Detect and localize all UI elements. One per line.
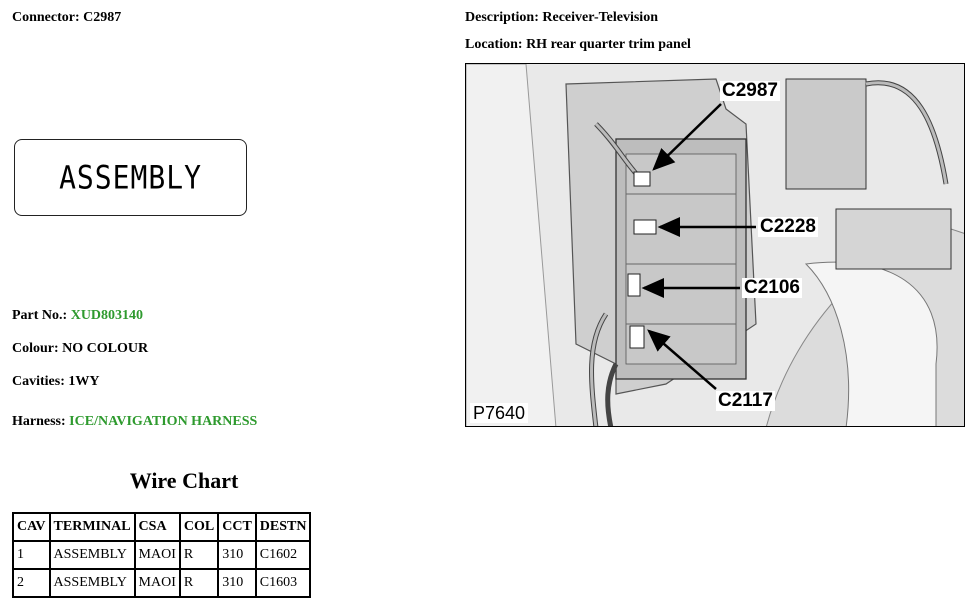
- callout-c2228: C2228: [758, 216, 818, 237]
- cavities-value: 1WY: [68, 374, 100, 389]
- header-csa: CSA: [133, 512, 181, 542]
- header-destn: DESTN: [254, 512, 312, 542]
- header-cav: CAV: [12, 512, 51, 542]
- connector-label: Connector:: [12, 10, 80, 25]
- cell-destn[interactable]: C1602: [254, 540, 312, 570]
- cell-col: R: [178, 540, 220, 570]
- callout-c2117: C2117: [716, 390, 775, 411]
- illustration-reference: P7640: [470, 403, 529, 423]
- part-number-link[interactable]: XUD803140: [70, 308, 144, 323]
- assembly-label: ASSEMBLY: [59, 158, 202, 197]
- wire-chart-table: CAV TERMINAL CSA COL CCT DESTN 1 ASSEMBL…: [12, 512, 312, 598]
- location-value: RH rear quarter trim panel: [526, 37, 691, 52]
- location-illustration: C2987 C2228 C2106 C2117 P7640: [465, 63, 965, 427]
- connector-field: Connector: C2987: [12, 10, 121, 26]
- callout-c2106: C2106: [742, 277, 802, 298]
- description-field: Description: Receiver-Television: [465, 10, 658, 26]
- description-label: Description:: [465, 10, 539, 25]
- cell-terminal: ASSEMBLY: [48, 540, 136, 570]
- colour-value: NO COLOUR: [62, 341, 149, 356]
- cell-csa: MAOI: [133, 568, 181, 598]
- table-header-row: CAV TERMINAL CSA COL CCT DESTN: [12, 512, 312, 542]
- header-terminal: TERMINAL: [48, 512, 136, 542]
- cell-destn[interactable]: C1603: [254, 568, 312, 598]
- location-label: Location:: [465, 37, 523, 52]
- cell-col: R: [178, 568, 220, 598]
- cell-terminal: ASSEMBLY: [48, 568, 136, 598]
- table-row: 1 ASSEMBLY MAOI R 310 C1602: [12, 540, 312, 570]
- harness-link[interactable]: ICE/NAVIGATION HARNESS: [69, 414, 258, 429]
- cell-cav: 1: [12, 540, 51, 570]
- cell-csa: MAOI: [133, 540, 181, 570]
- location-field: Location: RH rear quarter trim panel: [465, 37, 691, 53]
- cavities-field: Cavities: 1WY: [12, 374, 100, 390]
- colour-label: Colour:: [12, 341, 59, 356]
- illustration-drawing: [466, 64, 964, 426]
- part-number-label: Part No.:: [12, 308, 68, 323]
- wire-chart-title: Wire Chart: [129, 468, 239, 493]
- table-row: 2 ASSEMBLY MAOI R 310 C1603: [12, 568, 312, 598]
- description-value: Receiver-Television: [542, 10, 658, 25]
- cavities-label: Cavities:: [12, 374, 65, 389]
- header-col: COL: [178, 512, 220, 542]
- cell-cct: 310: [217, 540, 257, 570]
- cell-cct: 310: [217, 568, 257, 598]
- callout-c2987: C2987: [720, 80, 780, 101]
- connector-face-diagram: ASSEMBLY: [14, 139, 247, 216]
- colour-field: Colour: NO COLOUR: [12, 341, 148, 357]
- connector-value: C2987: [83, 10, 122, 25]
- cell-cav: 2: [12, 568, 51, 598]
- harness-label: Harness:: [12, 414, 66, 429]
- harness-field: Harness: ICE/NAVIGATION HARNESS: [12, 414, 257, 430]
- header-cct: CCT: [217, 512, 257, 542]
- part-number-field: Part No.: XUD803140: [12, 308, 143, 324]
